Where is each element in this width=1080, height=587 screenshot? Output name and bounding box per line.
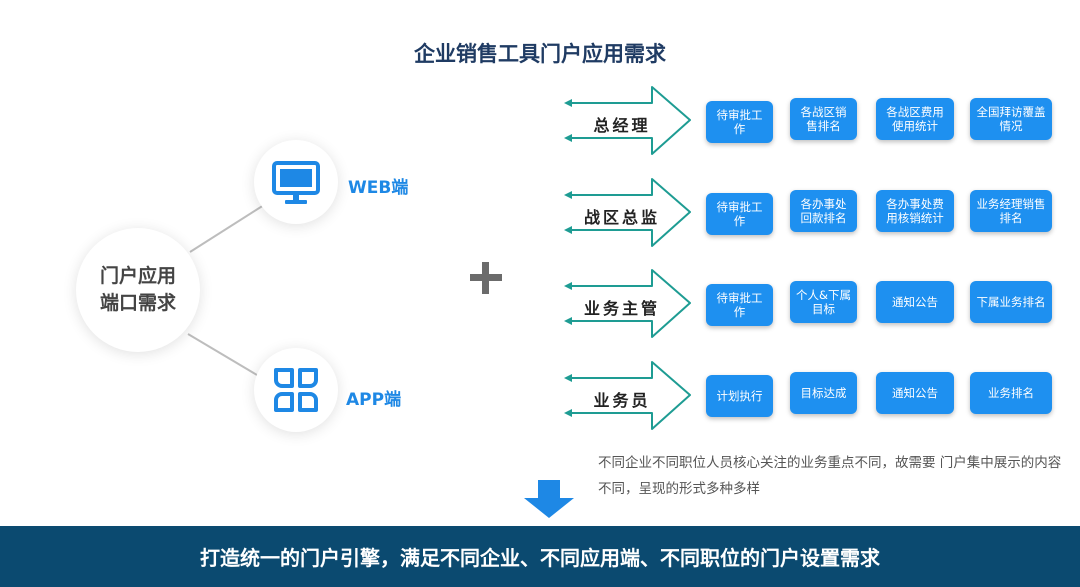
function-box: 通知公告 bbox=[876, 281, 954, 323]
role-label-1: 战区总监 bbox=[583, 208, 660, 227]
app-grid-icon bbox=[274, 368, 318, 412]
function-box: 计划执行 bbox=[706, 375, 773, 417]
center-label-line1: 门户应用 bbox=[99, 265, 176, 287]
center-label-line2: 端口需求 bbox=[99, 292, 176, 314]
down-arrow-icon bbox=[524, 480, 574, 518]
function-box: 待审批工作 bbox=[706, 101, 773, 143]
role-arrow-1 bbox=[564, 178, 691, 247]
app-channel-label: APP端 bbox=[346, 390, 402, 410]
function-box: 各办事处费用核销统计 bbox=[876, 190, 954, 232]
portal-center-node: 门户应用 端口需求 bbox=[76, 228, 200, 352]
function-box: 业务排名 bbox=[970, 372, 1052, 414]
function-box: 各办事处回款排名 bbox=[790, 190, 857, 232]
bottom-banner: 打造统一的门户引擎，满足不同企业、不同应用端、不同职位的门户设置需求 bbox=[0, 526, 1080, 587]
function-box: 目标达成 bbox=[790, 372, 857, 414]
role-label-2: 业务主管 bbox=[583, 299, 660, 318]
role-arrow-0 bbox=[564, 86, 691, 155]
page-title: 企业销售工具门户应用需求 bbox=[414, 42, 666, 66]
web-channel-label: WEB端 bbox=[348, 178, 409, 198]
role-label-3: 业务员 bbox=[593, 391, 651, 410]
function-box: 待审批工作 bbox=[706, 284, 773, 326]
function-box: 通知公告 bbox=[876, 372, 954, 414]
web-channel-node bbox=[254, 140, 338, 224]
function-box: 各战区销售排名 bbox=[790, 98, 857, 140]
line-to-web bbox=[189, 204, 265, 253]
line-to-app bbox=[187, 333, 263, 379]
role-arrow-2 bbox=[564, 269, 691, 338]
app-channel-node bbox=[254, 348, 338, 432]
function-box: 全国拜访覆盖情况 bbox=[970, 98, 1052, 140]
function-box: 待审批工作 bbox=[706, 193, 773, 235]
role-arrow-3 bbox=[564, 361, 691, 430]
function-box: 个人&下属目标 bbox=[790, 281, 857, 323]
function-box: 业务经理销售排名 bbox=[970, 190, 1052, 232]
plus-icon bbox=[470, 262, 502, 294]
note-text: 不同企业不同职位人员核心关注的业务重点不同，故需要 门户集中展示的内容不同，呈现… bbox=[598, 455, 1062, 497]
function-box: 下属业务排名 bbox=[970, 281, 1052, 323]
role-label-0: 总经理 bbox=[593, 116, 651, 135]
monitor-icon bbox=[272, 161, 320, 204]
function-box: 各战区费用使用统计 bbox=[876, 98, 954, 140]
